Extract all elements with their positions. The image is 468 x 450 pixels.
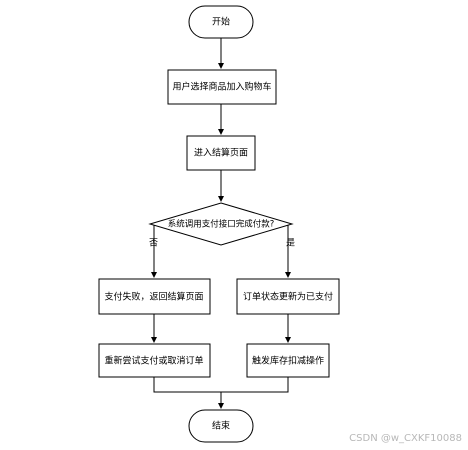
end-label: 结束 [212, 420, 230, 432]
add-to-cart-label: 用户选择商品加入购物车 [172, 81, 271, 93]
connectors [150, 38, 292, 409]
start-label: 开始 [212, 16, 230, 28]
payment-failed-node: 支付失败，返回结算页面 [98, 278, 211, 315]
end-node: 结束 [188, 409, 254, 443]
arrowhead [218, 403, 224, 409]
stock-deduction-node: 触发库存扣减操作 [246, 343, 330, 378]
arrowhead [285, 337, 291, 343]
arrowhead [218, 129, 224, 135]
arrowhead [218, 196, 224, 202]
payment-failed-label: 支付失败，返回结算页面 [104, 291, 203, 303]
enter-checkout-label: 进入结算页面 [194, 147, 248, 159]
retry-or-cancel-label: 重新尝试支付或取消订单 [104, 355, 203, 367]
arrowhead [151, 272, 157, 278]
watermark: CSDN @w_CXKF10088 [349, 433, 462, 444]
decision-label: 系统调用支付接口完成付款? [168, 219, 275, 230]
stock-deduction-label: 触发库存扣减操作 [252, 355, 324, 367]
order-paid-node: 订单状态更新为已支付 [236, 278, 340, 315]
retry-or-cancel-node: 重新尝试支付或取消订单 [98, 343, 211, 378]
arrowhead [285, 272, 291, 278]
add-to-cart-node: 用户选择商品加入购物车 [167, 69, 277, 105]
edge-stock-to-merge [221, 377, 289, 393]
branch-label-yes: 是 [286, 238, 295, 249]
branch-label-no: 否 [149, 238, 158, 249]
start-node: 开始 [188, 5, 254, 39]
edge-retry-to-merge [153, 377, 221, 393]
payment-decision-node: 系统调用支付接口完成付款? [148, 202, 294, 246]
enter-checkout-node: 进入结算页面 [186, 135, 256, 171]
arrowhead [218, 63, 224, 69]
arrowhead [151, 337, 157, 343]
order-paid-label: 订单状态更新为已支付 [243, 291, 333, 303]
